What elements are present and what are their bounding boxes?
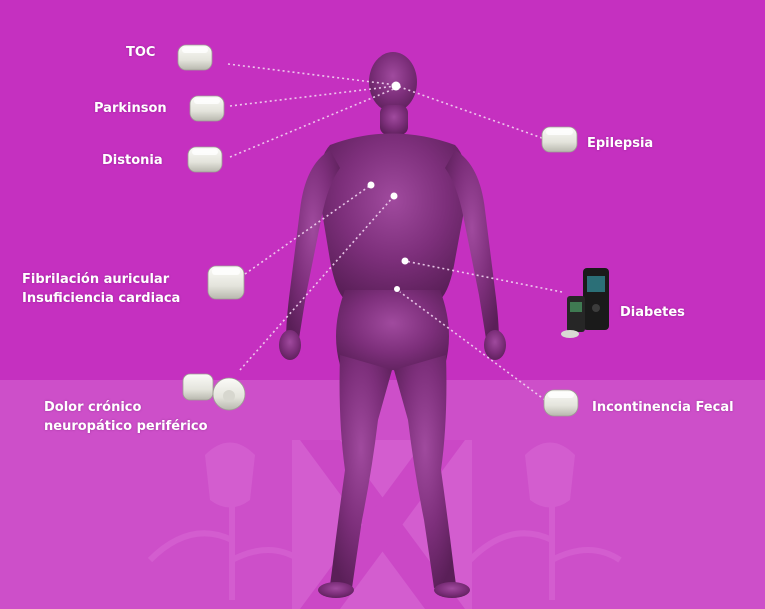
target-spine bbox=[391, 193, 398, 200]
label-epilepsia: Epilepsia bbox=[587, 134, 653, 153]
label-diabetes: Diabetes bbox=[620, 303, 685, 322]
implantable-neurostimulator-icon bbox=[542, 127, 577, 152]
implantable-neurostimulator-icon bbox=[544, 390, 578, 416]
label-incontinencia-fecal: Incontinencia Fecal bbox=[592, 398, 734, 417]
implantable-neurostimulator-icon bbox=[208, 266, 244, 299]
target-brain bbox=[392, 82, 401, 91]
implantable-neurostimulator-icon bbox=[178, 45, 212, 70]
target-abdomen bbox=[402, 258, 409, 265]
label-fibrilacion-insuficiencia: Fibrilación auricular Insuficiencia card… bbox=[22, 270, 180, 308]
label-dolor-cronico: Dolor crónico neuropático periférico bbox=[44, 398, 208, 436]
target-heart bbox=[368, 182, 375, 189]
implantable-neurostimulator-icon bbox=[188, 147, 222, 172]
target-pelvis bbox=[394, 286, 400, 292]
label-distonia: Distonia bbox=[102, 151, 163, 170]
label-toc: TOC bbox=[126, 43, 155, 62]
implantable-neurostimulator-icon bbox=[190, 96, 224, 121]
label-parkinson: Parkinson bbox=[94, 99, 167, 118]
